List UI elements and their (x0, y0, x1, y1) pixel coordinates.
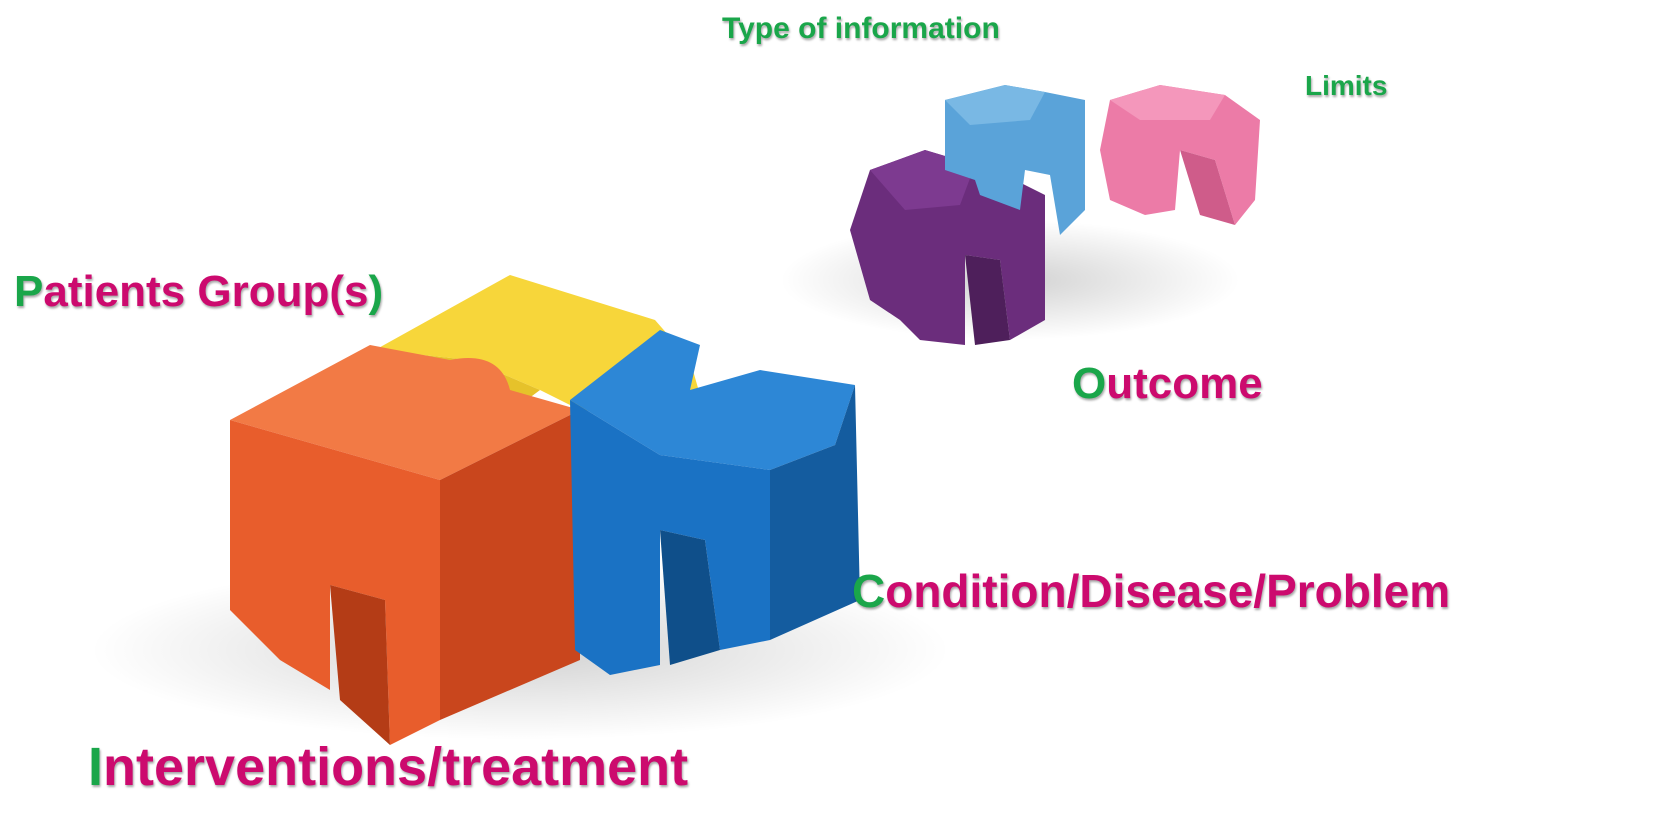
label-outcome: Outcome (1072, 362, 1263, 406)
label-condition-disease-problem: Condition/Disease/Problem (852, 568, 1450, 614)
light-blue-puzzle-piece (945, 85, 1085, 235)
label-condition-initial: C (852, 565, 886, 617)
label-interventions-initial: I (88, 737, 104, 797)
label-outcome-initial: O (1072, 359, 1107, 408)
label-limits: Limits (1305, 70, 1388, 101)
label-patients-initial: P (14, 267, 44, 316)
orange-puzzle-piece (230, 345, 580, 745)
label-condition-rest: ondition/Disease/Problem (885, 565, 1451, 617)
label-patients-rest: atients Group(s (43, 267, 369, 316)
blue-puzzle-piece (570, 330, 860, 675)
label-outcome-rest: utcome (1106, 359, 1263, 408)
label-type-of-information: Type of information (722, 12, 1000, 45)
label-interventions-rest: nterventions/treatment (103, 737, 689, 797)
label-interventions-treatment: Interventions/treatment (88, 740, 688, 794)
label-patients-close-paren: ) (368, 267, 384, 316)
label-patients-groups: Patients Group(s) (14, 270, 383, 314)
pink-puzzle-piece (1100, 85, 1260, 225)
